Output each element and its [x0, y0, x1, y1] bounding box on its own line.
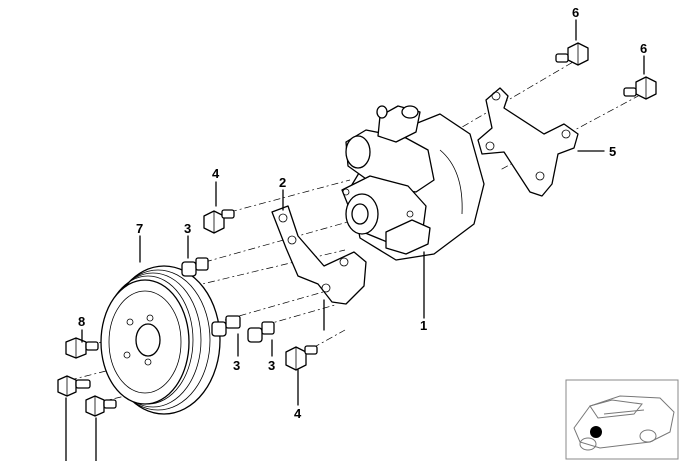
callout-3-upper: 3	[184, 221, 191, 236]
callout-3-lower-left: 3	[233, 358, 240, 373]
pulley	[100, 265, 221, 415]
bolt-4-lower	[285, 345, 318, 371]
component-location-marker	[590, 426, 602, 438]
callout-8: 8	[78, 314, 85, 329]
bolt-8-mid	[57, 375, 91, 397]
callout-7: 7	[136, 221, 143, 236]
bolt-6-right	[623, 76, 657, 100]
bolt-6-left	[555, 42, 589, 66]
bolt-3-lower-right	[247, 321, 275, 343]
bracket-5	[477, 87, 579, 197]
callout-5: 5	[609, 144, 616, 159]
callout-3-lower-right: 3	[268, 358, 275, 373]
callout-6-left: 6	[572, 5, 579, 20]
callout-2: 2	[279, 175, 286, 190]
leader-lines	[65, 19, 645, 461]
bolt-3-lower-left	[211, 315, 241, 337]
bolt-8-top	[65, 337, 99, 359]
bracket-2	[271, 205, 367, 305]
bolt-3-upper	[181, 257, 209, 277]
bolt-4-upper	[203, 209, 235, 234]
callout-1: 1	[420, 318, 427, 333]
bolt-8-low	[85, 395, 117, 417]
power-steering-pump	[341, 105, 485, 261]
callout-6-right: 6	[640, 41, 647, 56]
callout-labels: 1 2 3 3 3 4 4 5 6 6 7 8	[78, 5, 647, 421]
callout-4-upper: 4	[212, 166, 220, 181]
vehicle-locator-inset	[565, 379, 679, 460]
callout-4-lower: 4	[294, 406, 302, 421]
